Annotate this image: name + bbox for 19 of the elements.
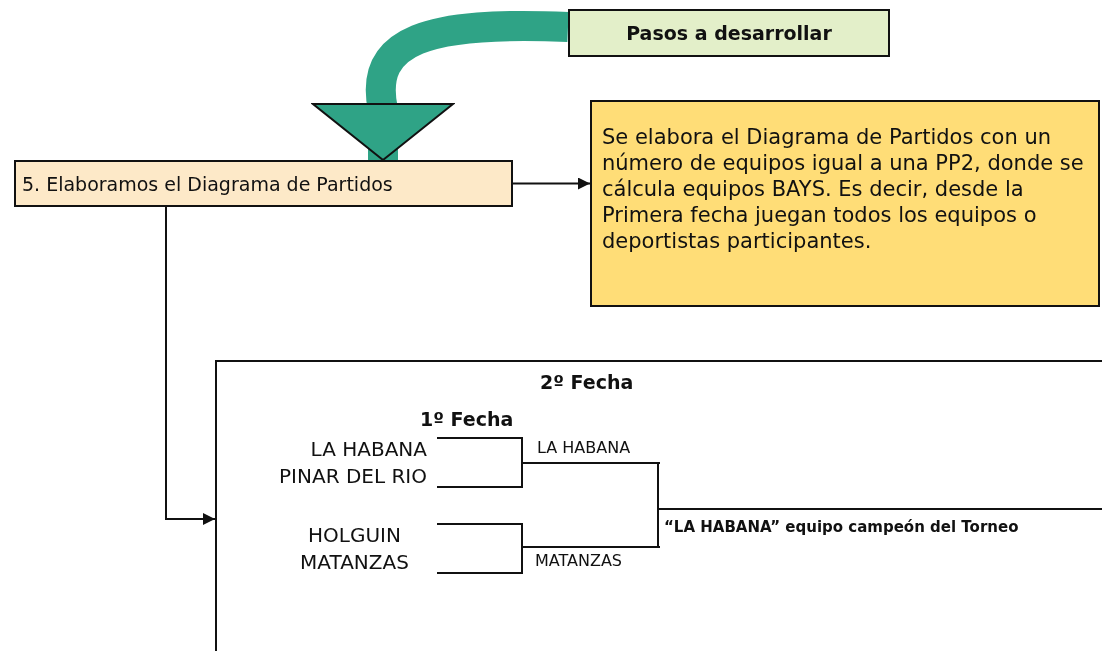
step-box: 5. Elaboramos el Diagrama de Partidos <box>14 160 513 207</box>
round-label: 2º Fecha <box>540 371 634 393</box>
champion-text: “LA HABANA” equipo campeón del Torneo <box>664 508 1102 542</box>
connector-arrow <box>165 206 216 525</box>
winner-name: LA HABANA <box>532 438 660 464</box>
team-name: MATANZAS <box>277 550 437 576</box>
step-box: Pasos a desarrollar <box>568 9 890 57</box>
curved-arrow <box>312 11 569 161</box>
bracket-line <box>436 546 533 574</box>
arrow <box>512 177 591 190</box>
round-label: 1º Fecha <box>420 408 514 430</box>
note-box: Se elabora el Diagrama de Partidos con un número de equipos igual a una PP2, donde se cálcula equipos BAYS. Es decir, desde la Primera fecha juegan todos los equipos o deportistas participantes. <box>590 100 1100 307</box>
winner-name: MATANZAS <box>532 546 660 572</box>
bracket-panel <box>215 360 1102 651</box>
team-name: PINAR DEL RIO <box>237 464 437 490</box>
bracket-line <box>657 508 665 548</box>
team-name: LA HABANA <box>267 437 437 463</box>
team-name: HOLGUIN <box>277 523 437 549</box>
bracket-line <box>436 462 533 488</box>
